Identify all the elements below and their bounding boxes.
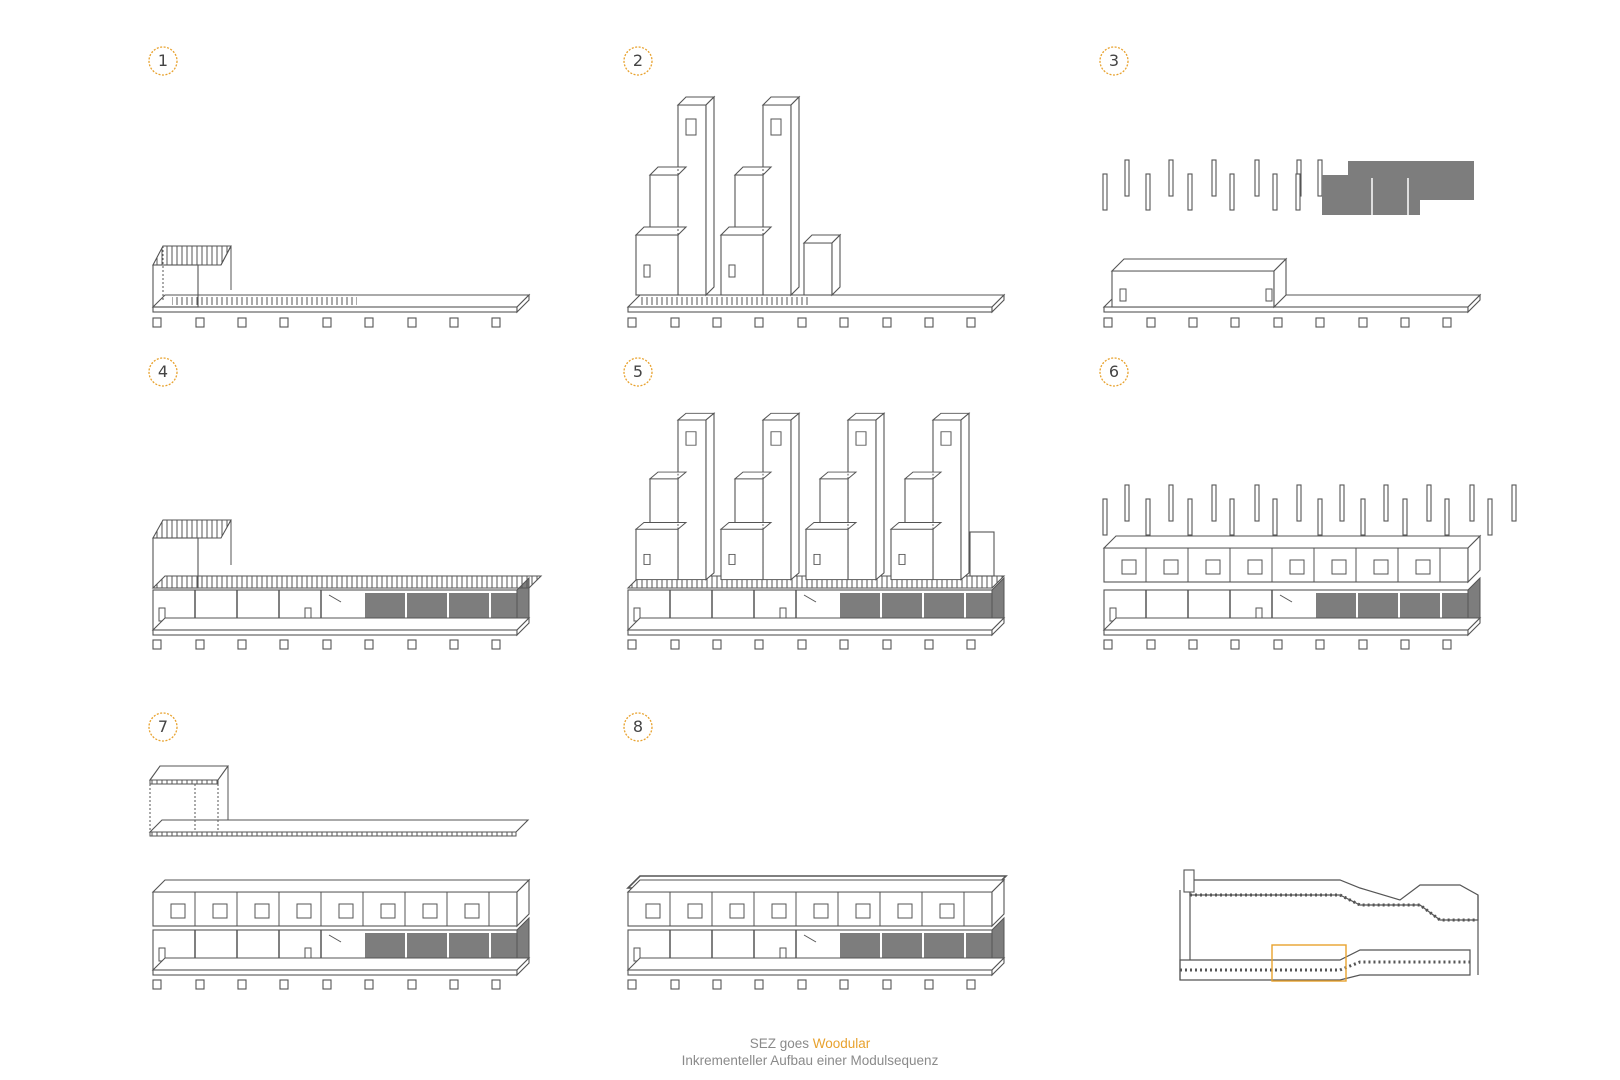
- caption-title-accent: Woodular: [812, 1036, 871, 1051]
- step-badge-8: 8: [623, 712, 653, 742]
- step-number-1: 1: [158, 51, 168, 70]
- step-8-drawing: [626, 875, 1008, 990]
- step-1-drawing: [152, 245, 530, 328]
- step-number-2: 2: [633, 51, 643, 70]
- caption-subtitle: Inkrementeller Aufbau einer Modulsequenz: [681, 1053, 939, 1068]
- step-badge-6: 6: [1099, 357, 1129, 387]
- step-badge-3: 3: [1099, 46, 1129, 76]
- step-number-8: 8: [633, 717, 643, 736]
- key-plan-icon: [1179, 869, 1479, 982]
- step-number-6: 6: [1109, 362, 1119, 381]
- step-badge-5: 5: [623, 357, 653, 387]
- step-number-5: 5: [633, 362, 643, 381]
- step-2-drawing: [627, 96, 1005, 328]
- step-6-drawing: [1102, 484, 1517, 650]
- step-number-4: 4: [158, 362, 168, 381]
- step-5-drawing: [626, 412, 1006, 650]
- step-number-7: 7: [158, 717, 168, 736]
- step-7-drawing: [148, 765, 530, 990]
- step-badge-1: 1: [148, 46, 178, 76]
- step-3-drawing: [1102, 159, 1481, 328]
- step-4-drawing: [151, 519, 543, 650]
- caption-title: SEZ goes Woodular: [0, 1036, 1620, 1051]
- step-badge-7: 7: [148, 712, 178, 742]
- key-plan-highlight: [1271, 944, 1347, 982]
- step-number-3: 3: [1109, 51, 1119, 70]
- step-badge-2: 2: [623, 46, 653, 76]
- caption-title-prefix: SEZ goes: [749, 1036, 813, 1051]
- step-badge-4: 4: [148, 357, 178, 387]
